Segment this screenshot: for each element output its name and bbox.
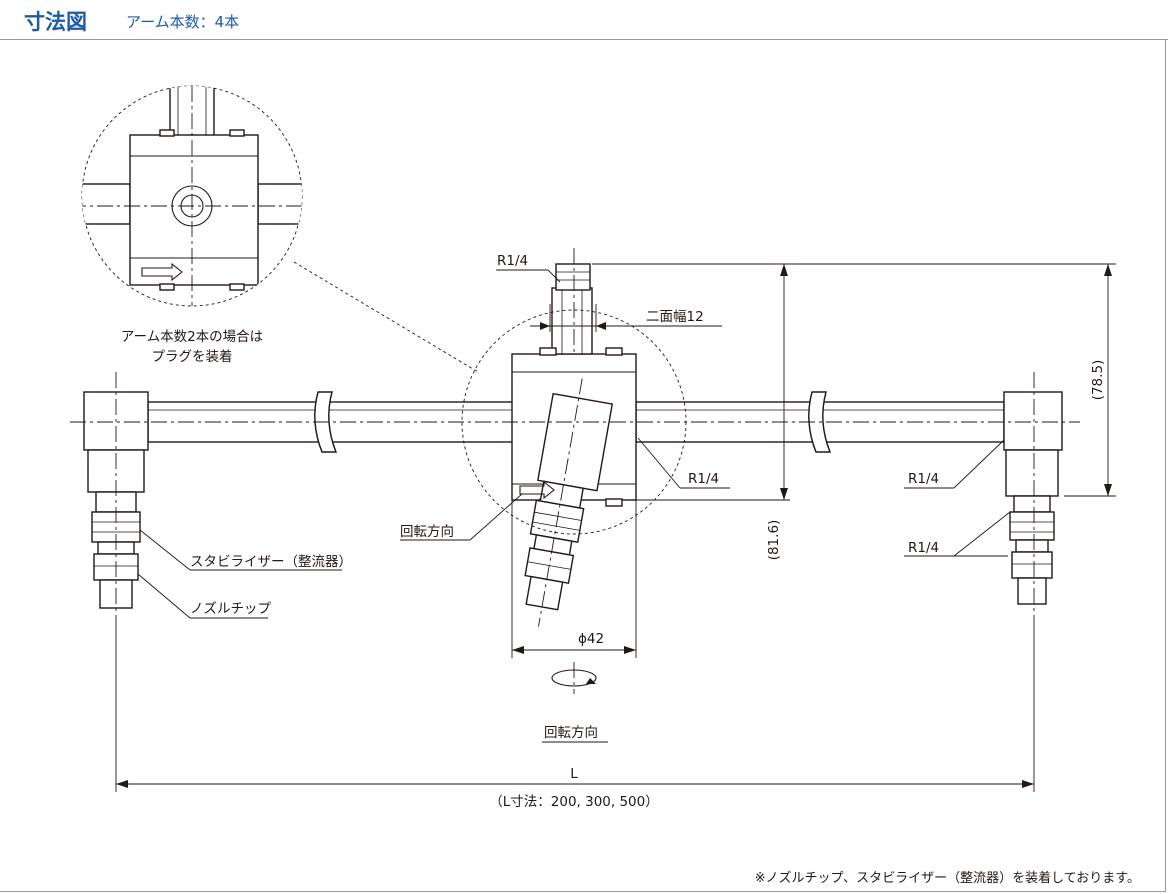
detail-reference-circle — [461, 309, 687, 535]
label-stabilizer: スタビライザー（整流器） — [190, 554, 352, 570]
page-subtitle: アーム本数：4本 — [126, 13, 240, 31]
dim-L: L — [570, 766, 578, 782]
label-r14-right-lower: R1/4 — [908, 540, 939, 556]
label-r14-right-upper: R1/4 — [908, 471, 939, 487]
detail-view — [81, 85, 303, 307]
dim-phi42: ϕ42 — [578, 631, 604, 647]
label-nozzle-tip: ノズルチップ — [190, 601, 271, 617]
dim-L-values: （L寸法：200, 300, 500） — [489, 794, 659, 810]
page-header: 寸法図 アーム本数：4本 — [0, 0, 1168, 40]
arm-assembly — [70, 248, 1080, 627]
dimensions — [115, 263, 1116, 792]
rotation-symbol — [551, 662, 597, 694]
label-r14-center: R1/4 — [688, 471, 719, 487]
page-title: 寸法図 — [24, 10, 87, 34]
label-width-across-flats: 二面幅12 — [646, 309, 704, 325]
label-rotation-direction-left: 回転方向 — [400, 524, 454, 540]
dim-78-5: (78.5) — [1090, 360, 1106, 401]
detail-leader — [293, 261, 479, 373]
drawing-frame — [0, 40, 1166, 892]
footnote: ※ノズルチップ、スタビライザー（整流器）を装着しております。 — [755, 870, 1140, 886]
label-r14-top: R1/4 — [497, 253, 528, 269]
dim-81-6: (81.6) — [766, 520, 782, 561]
detail-note-line2: プラグを装着 — [152, 348, 233, 365]
detail-note-line1: アーム本数2本の場合は — [121, 329, 263, 345]
leaders — [137, 269, 1011, 743]
label-rotation-direction-bottom: 回転方向 — [544, 725, 598, 741]
